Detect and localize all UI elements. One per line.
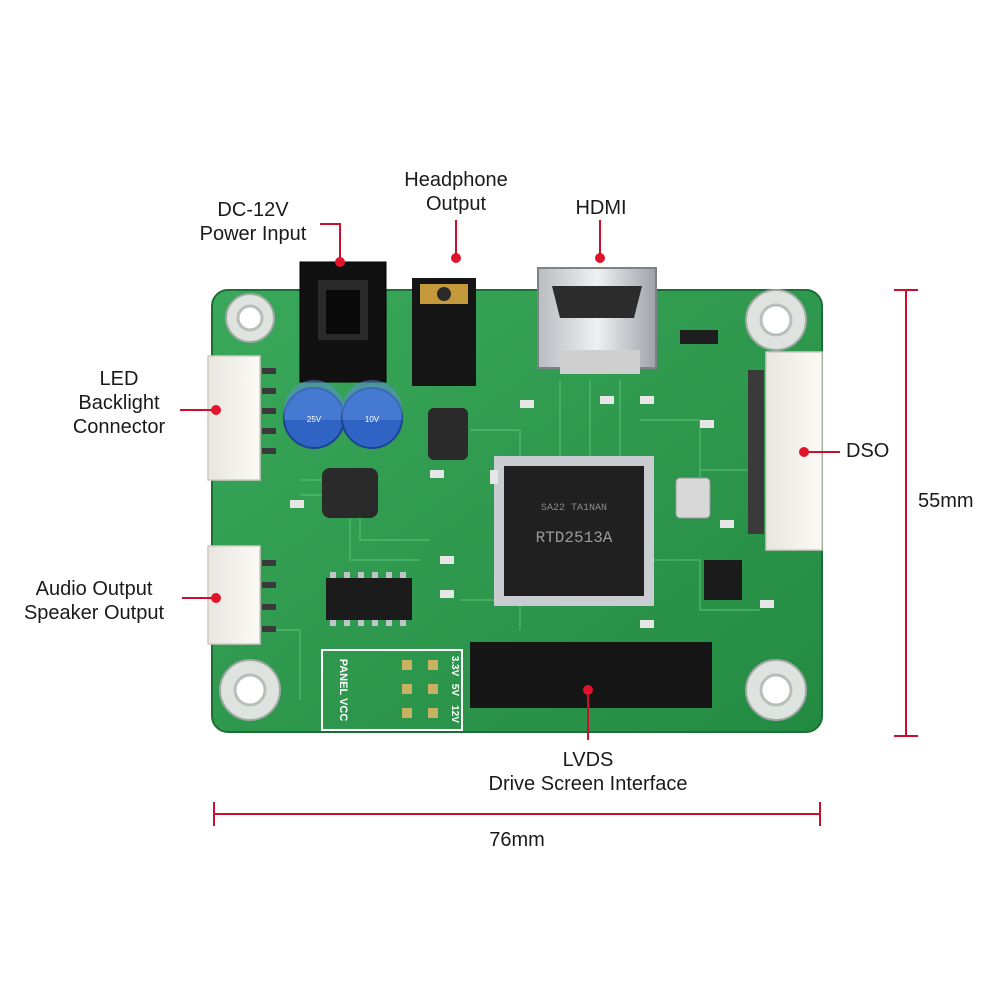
- capacitor-1-text: 25V: [307, 415, 322, 424]
- capacitor-2-text: 10V: [365, 415, 380, 424]
- inductor-2: [428, 408, 468, 460]
- label-headphone-line1: Headphone: [404, 169, 508, 191]
- dimension-height-label: 55mm: [918, 490, 974, 512]
- inductor-1: [322, 468, 378, 518]
- voltage-3v3: 3.3V: [449, 656, 460, 677]
- leader-hdmi: [595, 220, 605, 263]
- leader-headphone: [451, 220, 461, 263]
- crystal: [675, 477, 711, 519]
- label-lvds: LVDS Drive Screen Interface: [489, 748, 688, 796]
- label-lvds-line1: LVDS: [562, 749, 614, 771]
- voltage-5v: 5V: [449, 684, 460, 697]
- label-dso: DSO: [846, 439, 889, 463]
- led-backlight-connector: [207, 355, 276, 481]
- label-dc-power: DC-12V Power Input: [200, 198, 307, 246]
- label-audio-line1: Audio Output: [35, 578, 153, 600]
- mounting-hole-top-left: [225, 293, 275, 343]
- small-ic-right: [704, 560, 742, 600]
- label-dc-power-line1: DC-12V: [217, 199, 289, 221]
- label-dso-line1: DSO: [846, 440, 890, 462]
- label-headphone-line2: Output: [425, 193, 487, 215]
- leader-dc-power: [320, 223, 345, 267]
- panel-vcc-text: PANEL VCC: [337, 659, 349, 722]
- main-chip: [494, 456, 654, 606]
- label-audio-output: Audio Output Speaker Output: [24, 577, 164, 625]
- label-hdmi-line1: HDMI: [575, 197, 627, 219]
- leader-led-backlight: [180, 405, 221, 415]
- width-dimension-line: [213, 802, 821, 826]
- mounting-hole-top-right: [745, 289, 807, 351]
- label-audio-line2: Speaker Output: [23, 602, 165, 624]
- mounting-hole-bottom-left: [219, 659, 281, 721]
- lvds-header: [470, 642, 712, 708]
- label-led-backlight: LED Backlight Connector: [73, 367, 165, 439]
- hdmi-connector: [537, 267, 657, 374]
- smd-components: [290, 330, 774, 628]
- chip-marking-top: SA22 TA1NAN: [541, 503, 607, 514]
- label-hdmi: HDMI: [575, 196, 626, 220]
- label-dc-power-line2: Power Input: [199, 223, 307, 245]
- label-led-line2: Backlight: [78, 392, 160, 414]
- capacitor-2: [341, 380, 403, 449]
- capacitor-1: [283, 380, 345, 449]
- amplifier-ic: [326, 572, 412, 626]
- panel-vcc-jumper: [321, 649, 463, 731]
- voltage-12v: 12V: [449, 705, 460, 723]
- leader-dso: [799, 447, 840, 457]
- headphone-jack: [412, 278, 476, 386]
- chip-marking-model: RTD2513A: [536, 529, 613, 547]
- mounting-hole-bottom-right: [745, 659, 807, 721]
- height-dimension-line: [894, 289, 918, 737]
- label-headphone: Headphone Output: [404, 168, 507, 216]
- leader-audio-output: [182, 593, 221, 603]
- dimension-width-label: 76mm: [489, 829, 545, 851]
- leader-lvds: [583, 685, 593, 740]
- label-lvds-line2: Drive Screen Interface: [488, 773, 688, 795]
- label-led-line3: Connector: [72, 416, 166, 438]
- dc-power-jack: [299, 261, 387, 383]
- label-led-line1: LED: [99, 368, 139, 390]
